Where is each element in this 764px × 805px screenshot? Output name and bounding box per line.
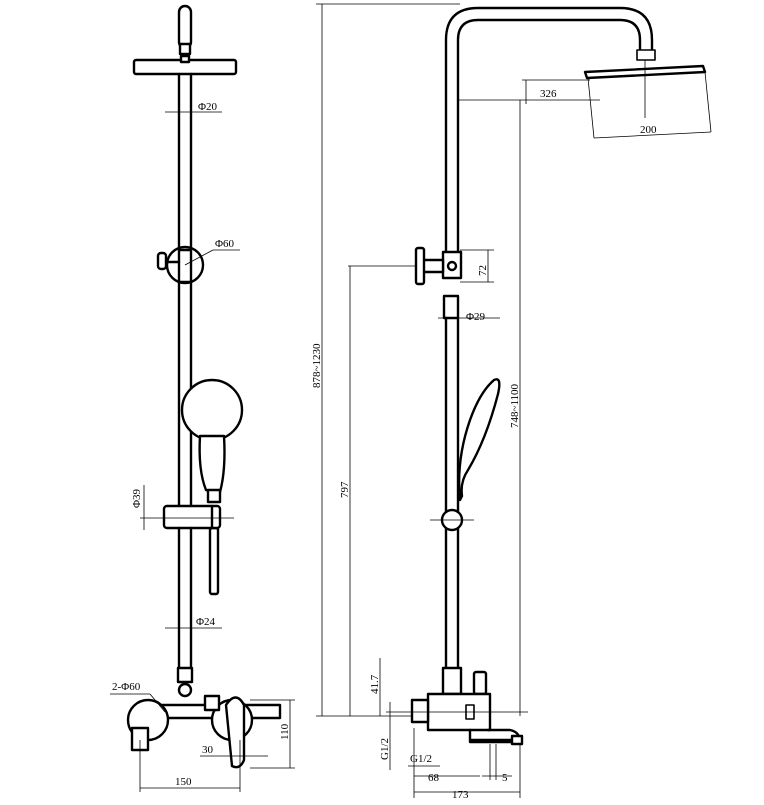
side-spout-tip	[510, 734, 524, 746]
hand-shower-hose	[208, 526, 220, 596]
side-mixer-lever	[472, 670, 488, 696]
dim-g12-left: G1/2	[379, 738, 391, 760]
head-outline-left	[587, 77, 595, 139]
dim-h72: 72	[477, 265, 489, 276]
diverter-pipe	[177, 248, 193, 284]
hand-shower-neck	[206, 488, 222, 504]
top-riser	[177, 4, 193, 50]
dim-w173: 173	[452, 789, 469, 800]
top-connector	[178, 42, 192, 56]
dim-d39: Φ39	[131, 488, 143, 508]
side-diverter-handle	[414, 246, 426, 286]
mixer-top-nut	[176, 666, 194, 684]
dim-h878-1230: 878~1230	[311, 343, 323, 388]
dim-w200: 200	[640, 124, 657, 136]
dim-w5: 5	[502, 772, 508, 784]
head-outline-right	[704, 71, 712, 133]
mixer-spout-front	[224, 696, 246, 769]
dim-d60-top: Φ60	[215, 238, 235, 250]
dim-2d60: 2-Φ60	[112, 681, 141, 693]
dim-h41-7: 41.7	[369, 674, 381, 694]
side-view: 878~1230 200 326 72 797	[311, 3, 712, 801]
dim-h748-1100: 748~1100	[509, 383, 521, 428]
dim-w150: 150	[175, 776, 192, 788]
dim-w30: 30	[202, 744, 214, 756]
head-neck	[179, 54, 191, 64]
dim-d29: Φ29	[466, 311, 486, 323]
dim-w326: 326	[540, 88, 557, 100]
slider-top	[442, 294, 460, 320]
diverter-knob	[156, 251, 168, 271]
mixer-lever	[203, 694, 221, 712]
side-mixer-inlet	[410, 698, 430, 724]
dim-d20: Φ20	[198, 101, 218, 113]
side-diverter-dot	[446, 260, 458, 272]
front-view: Φ20 Φ60 Φ39 Φ24	[110, 4, 295, 792]
arm-outer	[444, 6, 654, 272]
d2-60-arrow	[149, 693, 166, 713]
dim-d24: Φ24	[196, 616, 216, 628]
dim-h797: 797	[339, 481, 351, 498]
hand-shower-head	[180, 378, 244, 442]
dim-h110: 110	[279, 723, 291, 740]
dim-g12-bottom: G1/2	[410, 753, 432, 765]
arm-inner	[456, 18, 642, 272]
hand-shower-handle	[198, 434, 226, 494]
d60-leader	[184, 249, 214, 266]
d200-line	[593, 131, 712, 139]
side-hand-shower	[457, 378, 501, 502]
dim-w68: 68	[428, 772, 440, 784]
arm-connector	[636, 49, 656, 61]
side-mixer-nut	[441, 666, 463, 696]
mixer-knob	[177, 682, 193, 698]
